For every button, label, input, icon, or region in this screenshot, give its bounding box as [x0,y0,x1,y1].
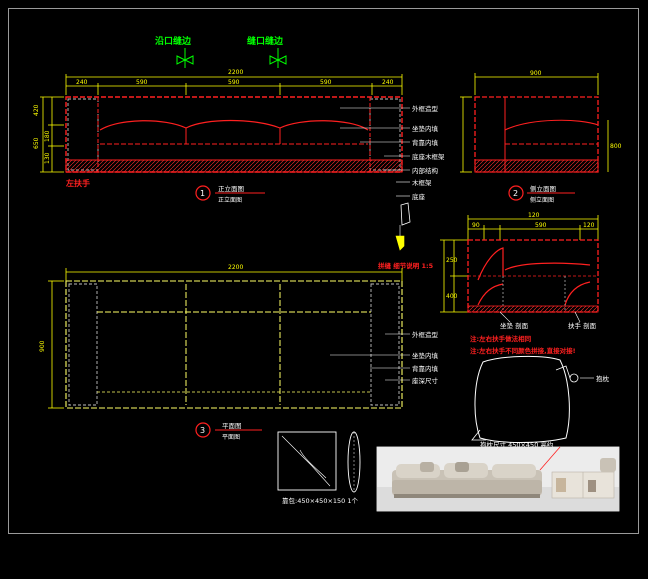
front-callout-6: 木框架 [412,178,432,187]
front-left-note: 左扶手 [65,178,90,188]
front-dim-4: 590 [320,79,332,86]
front-view-title: 正立面图 [218,184,244,193]
front-dim-3: 590 [228,79,240,86]
detail-top-dim-1: 120 [528,212,540,219]
detail-red-note-2: 注:左右扶手不同颜色拼接,直接对接! [470,346,576,355]
section-detail: 120 90 590 120 拼缝 细节说明 1:5 250 400 [378,212,599,355]
side-dim-width: 900 [530,70,542,77]
front-vdim-4: 650 [33,137,40,149]
plan-callout-3: 背靠内填 [412,364,439,373]
pillow-detail: 抱枕 抱枕尺寸 450×450 高约 [471,355,610,449]
front-dim-total: 2200 [228,69,243,76]
top-label-right: 缝口缝边 [247,35,284,47]
front-callout-7: 底座 [412,192,426,201]
plan-view-number: 3 [200,426,205,435]
pillow-note: 抱枕 [596,374,610,383]
plan-callout-1: 外框造型 [412,330,439,339]
cushion-detail: 靠包:450×450×150 1个 [277,431,361,505]
front-callout-2: 坐垫内填 [412,124,439,133]
plan-callout-4: 座深尺寸 [412,376,439,385]
detail-top-dim-3: 590 [535,222,547,229]
side-view-number: 2 [513,189,518,198]
detail-right-note-2: 扶手 剖面 [568,321,597,330]
front-elevation: 2200 240 590 590 590 240 420 180 130 65 [33,69,445,204]
front-dim-5: 240 [382,79,394,86]
front-callout-3: 背靠内填 [412,138,439,147]
plan-dim-depth: 900 [39,340,46,352]
sofa-photo [376,446,620,512]
front-dim-1: 240 [76,79,88,86]
front-dim-2: 590 [136,79,148,86]
side-view-sub: 侧立面图 [530,196,554,204]
detail-red-note-1: 注:左右扶手做法相同 [470,334,532,343]
detail-top-dim-4: 120 [583,222,595,229]
plan-callout-2: 坐垫内填 [412,351,439,360]
drawing-border [8,8,639,534]
plan-view-title: 平面图 [222,422,242,430]
plan-view: 2200 900 外框造型 坐垫内填 背靠内填 座深尺寸 3 [39,264,439,441]
green-cut-marks: 沿口缝边 缝口缝边 [155,35,287,68]
detail-left-note: 拼缝 细节说明 1:5 [378,261,434,270]
pillow-caption: 抱枕尺寸 450×450 高约 [480,440,553,449]
plan-dim-width: 2200 [228,264,243,271]
front-view-sub: 正立面图 [218,196,242,204]
front-vdim-3: 130 [44,152,51,164]
front-vdim-2: 180 [44,130,51,142]
cushion-caption: 靠包:450×450×150 1个 [282,496,359,505]
plan-view-sub: 平面图 [222,434,240,441]
top-label-left: 沿口缝边 [155,35,192,47]
small-section-detail [395,202,411,251]
front-vdim-1: 420 [33,104,40,116]
detail-left-dim-1: 250 [446,257,458,264]
side-view-title: 侧立面图 [530,184,556,193]
side-dim-height: 800 [610,143,622,150]
detail-left-dim-2: 400 [446,293,458,300]
front-callout-4: 底座木框架 [412,152,445,161]
detail-top-dim-2: 90 [472,222,480,229]
detail-right-note-1: 坐垫 剖面 [500,321,529,330]
side-elevation: 900 800 2 侧立面图 侧立面图 [460,70,622,204]
front-callout-5: 内部结构 [412,166,439,175]
front-callout-1: 外框造型 [412,104,439,113]
front-view-number: 1 [200,189,205,198]
